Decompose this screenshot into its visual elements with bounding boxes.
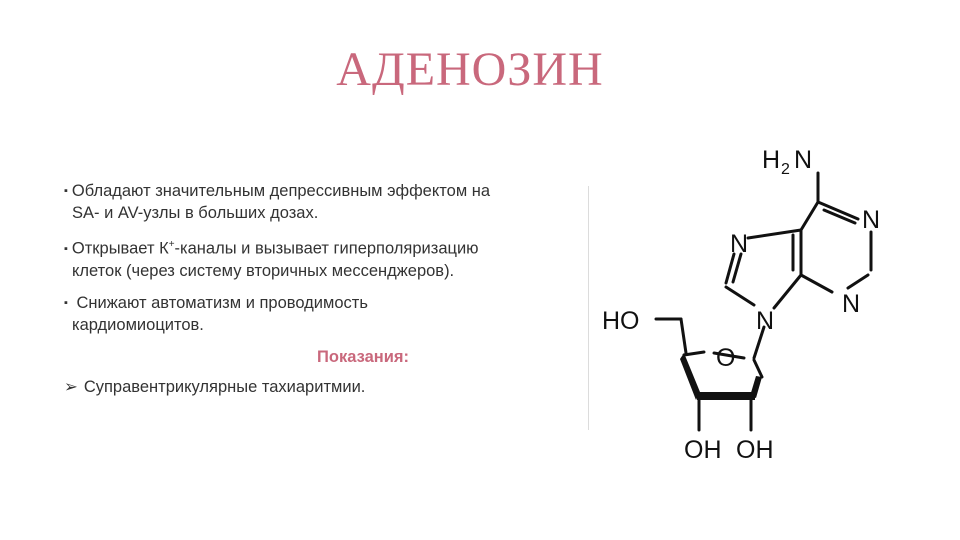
bullet-3: ▪ Снижают автоматизм и проводимость кард… bbox=[64, 292, 572, 336]
bullet-3-word: автоматизм bbox=[151, 293, 242, 312]
ring-oxygen-label: O bbox=[716, 344, 735, 372]
indication-item: ➢ Суправентрикулярные тахиаритмии. bbox=[64, 376, 572, 398]
bullet-2-line-1a: Открывает К bbox=[71, 239, 169, 258]
oh-label-2: OH bbox=[736, 436, 774, 464]
bullet-marker: ▪ bbox=[64, 296, 68, 309]
bullet-3-word: проводимость bbox=[259, 293, 368, 312]
oh-label-1: OH bbox=[684, 436, 722, 464]
amine-subscript: 2 bbox=[781, 161, 790, 178]
bullet-3-line-1: ▪ Снижают автоматизм и проводимость bbox=[64, 292, 572, 314]
n1-label: N bbox=[862, 206, 880, 234]
bullet-1: ▪Обладают значительным депрессивным эффе… bbox=[64, 180, 572, 224]
slide-body: ▪Обладают значительным депрессивным эффе… bbox=[64, 180, 572, 398]
bullet-marker: ▪ bbox=[64, 185, 68, 197]
n7-label: N bbox=[730, 230, 748, 258]
amine-h: H bbox=[762, 146, 780, 174]
n3-label: N bbox=[842, 290, 860, 318]
ho-label: HO bbox=[602, 307, 640, 335]
adenosine-structure: H 2 N N N N N HO O OH OH bbox=[602, 146, 880, 464]
potassium-superscript: + bbox=[168, 239, 175, 250]
bullet-3-word: Снижают bbox=[76, 293, 147, 312]
amine-n: N bbox=[794, 146, 812, 174]
vertical-divider bbox=[588, 186, 589, 430]
bullet-marker: ▪ bbox=[64, 242, 68, 255]
bullet-3-line-2: кардиомиоцитов. bbox=[72, 315, 204, 334]
bullet-2: ▪Открывает К+-каналы и вызывает гиперпол… bbox=[64, 234, 572, 282]
bullet-1-line-2: SA- и AV-узлы в больших дозах. bbox=[72, 204, 319, 222]
bullet-2-line-2: клеток (через систему вторичных мессендж… bbox=[72, 261, 455, 280]
bullet-3-word: и bbox=[245, 293, 255, 312]
bullet-2-line-1b: -каналы и вызывает гиперполяризацию bbox=[174, 239, 479, 258]
slide-title: АДЕНОЗИН bbox=[336, 43, 604, 96]
indications-heading: Показания: bbox=[317, 347, 409, 366]
n9-label: N bbox=[756, 307, 774, 335]
indication-text: Суправентрикулярные тахиаритмии. bbox=[83, 377, 366, 396]
arrow-bullet-icon: ➢ bbox=[64, 377, 78, 396]
bullet-1-line-1: Обладают значительным депрессивным эффек… bbox=[71, 182, 491, 200]
